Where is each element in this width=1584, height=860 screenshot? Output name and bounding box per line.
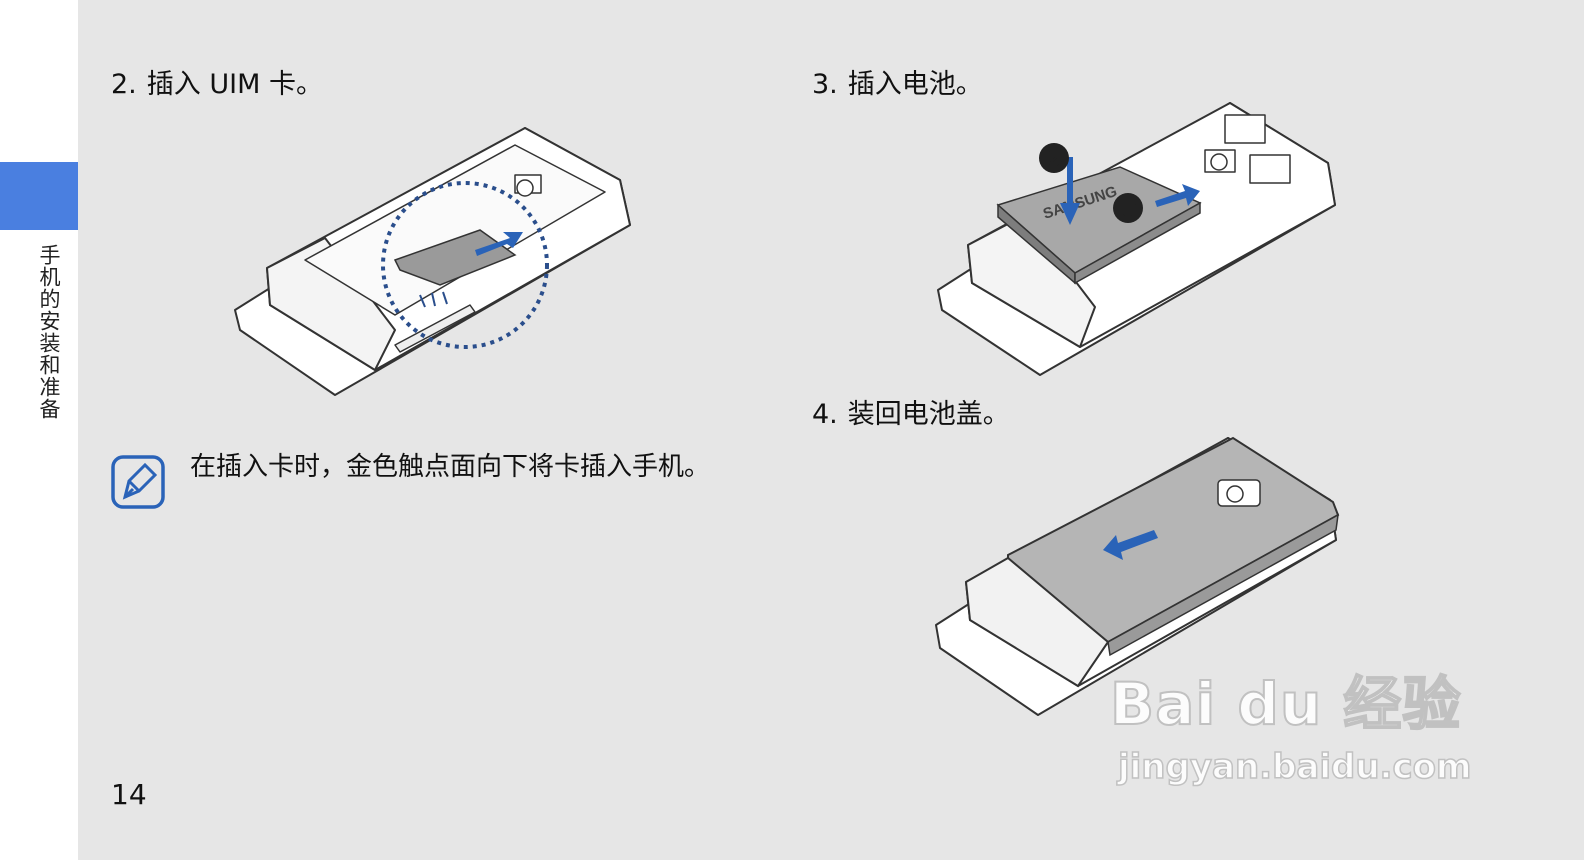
battery-insertion-illustration: SAMSUNG ❷ ❶ <box>937 102 1336 376</box>
section-tab-marker <box>0 162 78 230</box>
battery-cover-illustration <box>935 436 1340 716</box>
left-margin-strip <box>0 0 78 860</box>
watermark-url: jingyan.baidu.com <box>1117 746 1472 788</box>
step-marker-one: ❶ <box>1118 197 1138 222</box>
step-marker-two: ❷ <box>1044 147 1064 172</box>
uim-card-insertion-illustration <box>234 127 631 396</box>
note-pencil-icon <box>111 455 165 509</box>
step-3-heading: 3. 插入电池。 <box>812 62 983 101</box>
step-4-heading: 4. 装回电池盖。 <box>812 392 1010 431</box>
step-number: 2. <box>111 69 137 100</box>
step-text: 装回电池盖。 <box>847 399 1010 430</box>
step-number: 4. <box>812 399 838 430</box>
step-number: 3. <box>812 69 838 100</box>
step-2-heading: 2. 插入 UIM 卡。 <box>111 62 323 101</box>
page-number: 14 <box>111 778 147 811</box>
note-text: 在插入卡时，金色触点面向下将卡插入手机。 <box>190 452 711 482</box>
section-label: 手机的安装和准备 <box>37 244 61 420</box>
step-text: 插入电池。 <box>847 69 983 100</box>
step-text: 插入 UIM 卡。 <box>146 69 323 100</box>
watermark-logo-text: Bai du 经验 <box>1109 669 1462 739</box>
baidu-jingyan-watermark: Bai du 经验 jingyan.baidu.com <box>1109 615 1490 790</box>
